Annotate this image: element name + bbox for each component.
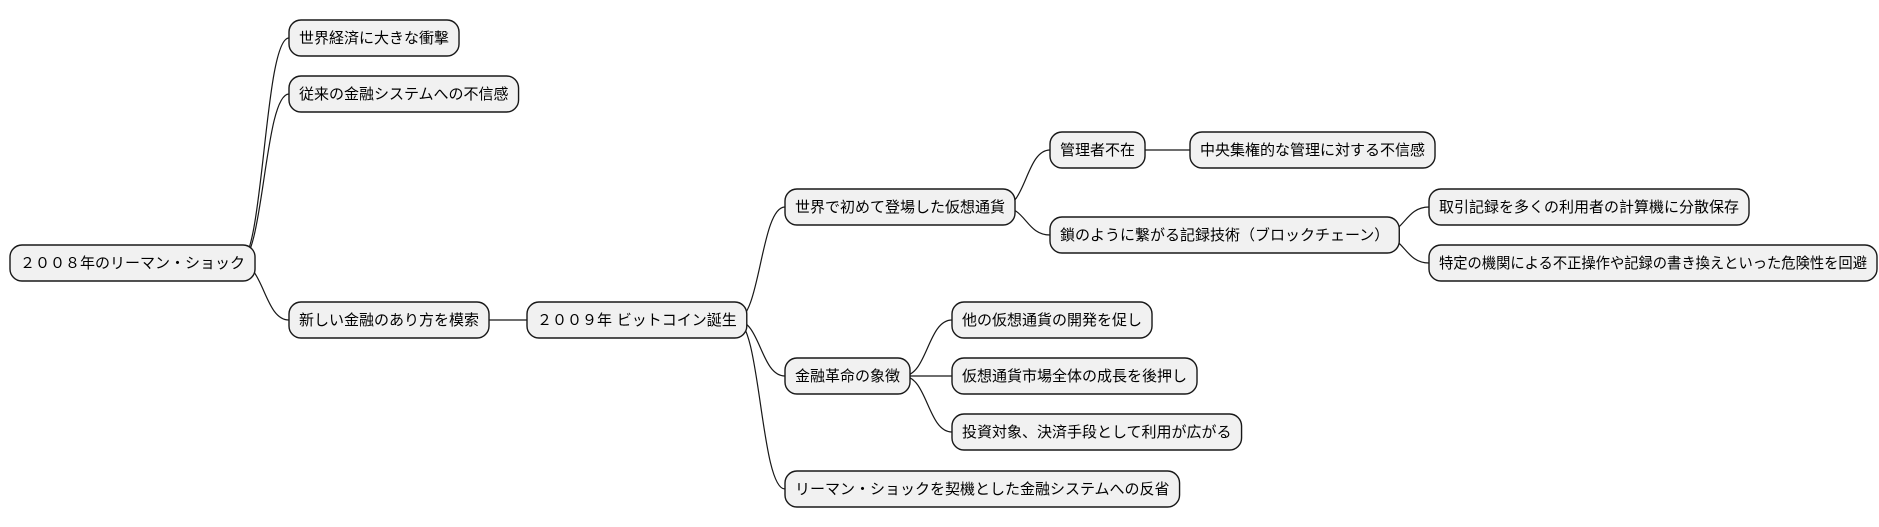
mindmap-node: 仮想通貨市場全体の成長を後押し — [951, 357, 1198, 395]
mindmap-root-node: ２００８年のリーマン・ショック — [9, 244, 256, 282]
connector-n4-n15 — [735, 319, 786, 490]
connector-root-n1 — [238, 37, 290, 264]
mindmap-node: 新しい金融のあり方を模索 — [288, 301, 490, 339]
node-box — [9, 244, 256, 282]
mindmap-node: 他の仮想通貨の開発を促し — [951, 301, 1153, 339]
node-box — [526, 301, 748, 339]
connector-root-n2 — [238, 93, 290, 264]
node-box — [951, 357, 1198, 395]
node-label: 世界で初めて登場した仮想通貨 — [795, 198, 1005, 216]
node-label: 特定の機関による不正操作や記録の書き換えといった危険性を回避 — [1439, 254, 1867, 272]
node-label: ２００９年 ビットコイン誕生 — [537, 311, 737, 329]
node-box — [784, 470, 1181, 508]
node-label: 世界経済に大きな衝撃 — [299, 29, 449, 47]
node-label: リーマン・ショックを契機とした金融システムへの反省 — [795, 480, 1170, 498]
node-box — [1428, 244, 1878, 282]
node-box — [951, 301, 1153, 339]
node-box — [1189, 131, 1436, 169]
mindmap-node: 取引記録を多くの利用者の計算機に分散保存 — [1428, 188, 1750, 226]
node-label: 中央集権的な管理に対する不信感 — [1200, 141, 1425, 159]
mindmap-node: 投資対象、決済手段として利用が広がる — [951, 413, 1243, 451]
mindmap-node: 鎖のように繋がる記録技術（ブロックチェーン） — [1049, 216, 1400, 254]
node-box — [288, 301, 490, 339]
mindmap-node: 従来の金融システムへの不信感 — [288, 75, 520, 113]
node-label: 管理者不在 — [1060, 141, 1135, 159]
node-box — [288, 75, 520, 113]
mindmap-node: 管理者不在 — [1049, 131, 1146, 169]
node-label: 鎖のように繋がる記録技術（ブロックチェーン） — [1060, 226, 1389, 244]
node-label: 従来の金融システムへの不信感 — [299, 85, 509, 103]
node-label: 他の仮想通貨の開発を促し — [962, 311, 1142, 329]
connector-n4-n5 — [735, 206, 786, 321]
node-label: 投資対象、決済手段として利用が広がる — [962, 423, 1232, 441]
mindmap-node: リーマン・ショックを契機とした金融システムへの反省 — [784, 470, 1181, 508]
mindmap-node: 金融革命の象徴 — [784, 357, 911, 395]
mindmap-nodes: ２００８年のリーマン・ショック 世界経済に大きな衝撃従来の金融システムへの不信感新… — [9, 19, 1878, 508]
node-box — [1049, 131, 1146, 169]
node-label: 仮想通貨市場全体の成長を後押し — [962, 367, 1187, 385]
node-label: 金融革命の象徴 — [795, 367, 900, 385]
mindmap-node: 中央集権的な管理に対する不信感 — [1189, 131, 1436, 169]
mindmap-node: ２００９年 ビットコイン誕生 — [526, 301, 748, 339]
mindmap-node: 世界経済に大きな衝撃 — [288, 19, 460, 57]
node-box — [951, 413, 1243, 451]
node-label: 新しい金融のあり方を模索 — [299, 311, 479, 329]
node-label: 取引記録を多くの利用者の計算機に分散保存 — [1439, 198, 1739, 216]
mindmap-node: 特定の機関による不正操作や記録の書き換えといった危険性を回避 — [1428, 244, 1878, 282]
node-box — [784, 188, 1016, 226]
node-box — [1428, 188, 1750, 226]
node-box — [784, 357, 911, 395]
node-label: ２００８年のリーマン・ショック — [20, 254, 245, 272]
node-box — [288, 19, 460, 57]
node-box — [1049, 216, 1400, 254]
mindmap-node: 世界で初めて登場した仮想通貨 — [784, 188, 1016, 226]
